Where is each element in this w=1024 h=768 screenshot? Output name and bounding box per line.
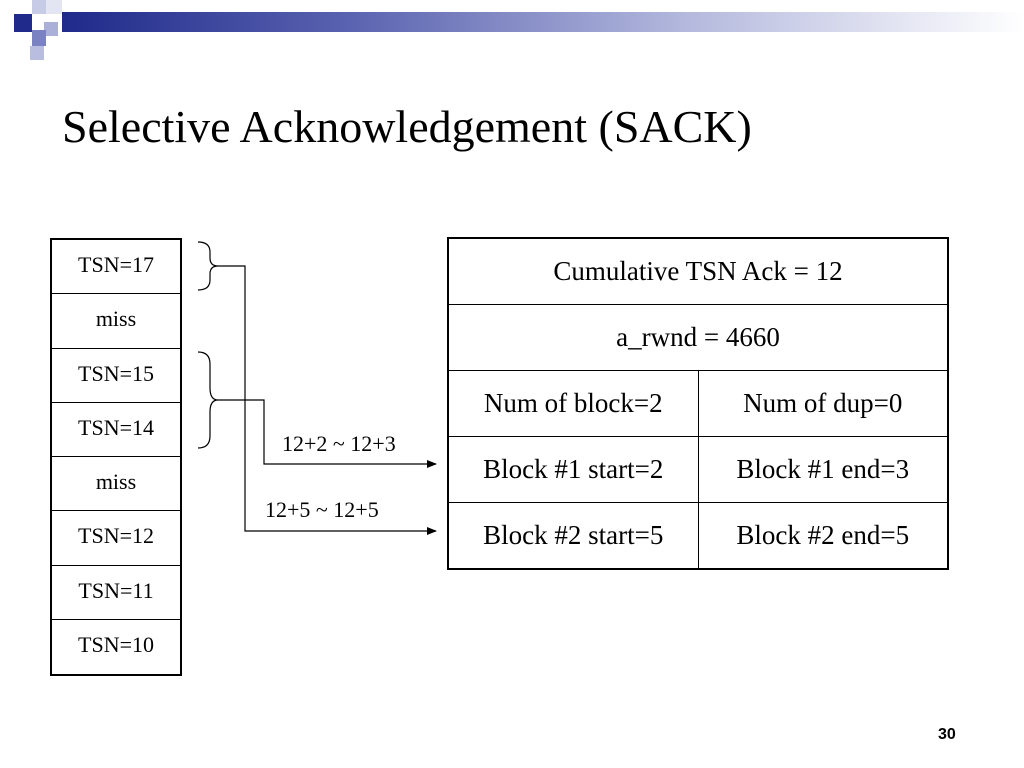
- slide-title: Selective Acknowledgement (SACK): [62, 101, 752, 152]
- arrow-block2: [218, 265, 437, 535]
- brace-block2: [197, 241, 219, 291]
- block2-start-cell: Block #2 start=5: [447, 502, 699, 570]
- tsn-cell: TSN=15: [52, 349, 180, 403]
- block1-end-cell: Block #1 end=3: [697, 436, 949, 503]
- tsn-stack: TSN=17 miss TSN=15 TSN=14 miss TSN=12 TS…: [50, 238, 182, 676]
- range-label-block1: 12+2 ~ 12+3: [282, 431, 396, 456]
- num-of-dup-cell: Num of dup=0: [697, 370, 949, 437]
- tsn-cell: TSN=14: [52, 403, 180, 457]
- arrow-block1: [218, 399, 437, 468]
- cumulative-tsn-ack-cell: Cumulative TSN Ack = 12: [447, 237, 949, 305]
- tsn-cell: TSN=12: [52, 511, 180, 566]
- tsn-cell: TSN=10: [78, 631, 154, 657]
- sack-chunk-table: Cumulative TSN Ack = 12 a_rwnd = 4660 Nu…: [447, 237, 949, 570]
- tsn-cell: miss: [52, 457, 180, 512]
- tsn-cell: TSN=17: [52, 240, 180, 295]
- tsn-cell: miss: [52, 294, 180, 349]
- block1-start-cell: Block #1 start=2: [447, 436, 699, 503]
- range-label-block2: 12+5 ~ 12+5: [265, 497, 379, 522]
- num-of-block-cell: Num of block=2: [447, 370, 699, 437]
- slide-number: 30: [938, 726, 956, 743]
- header-gradient-bar: [62, 12, 1024, 32]
- header-logo-squares: [0, 0, 90, 70]
- tsn-cell: TSN=11: [52, 566, 180, 620]
- a-rwnd-cell: a_rwnd = 4660: [447, 304, 949, 371]
- brace-block1: [197, 351, 219, 449]
- block2-end-cell: Block #2 end=5: [697, 502, 949, 570]
